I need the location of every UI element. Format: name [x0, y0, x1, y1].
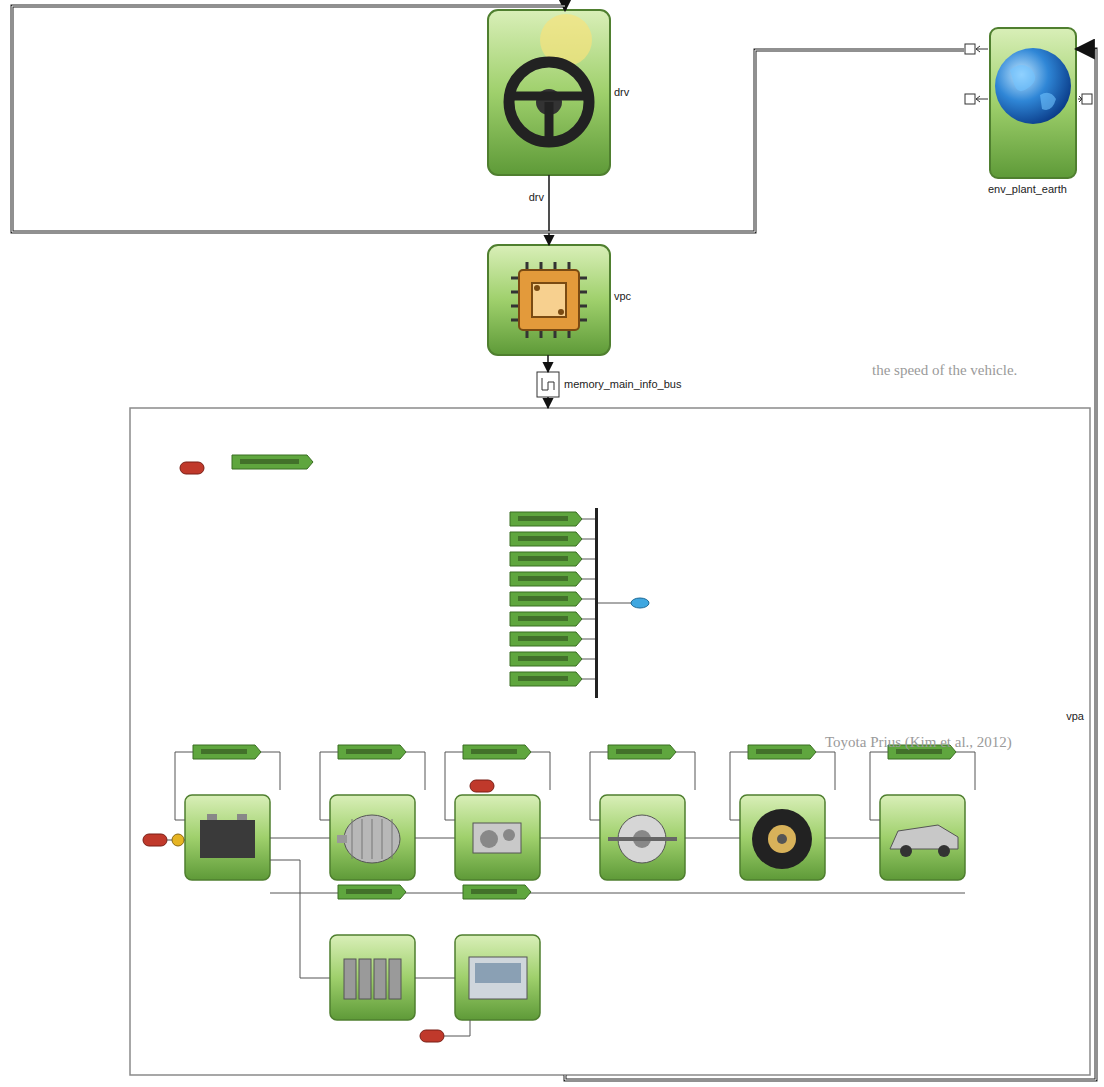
memory-block — [537, 372, 559, 397]
block-label: vpa — [1066, 710, 1084, 723]
signal-label: drv — [527, 191, 546, 204]
signal-line — [565, 49, 1096, 1080]
environment-block — [965, 28, 1092, 178]
page-text: Toyota Prius (Kim et al., 2012) — [825, 734, 1012, 751]
signal-line — [547, 355, 549, 372]
signal-line — [547, 397, 549, 408]
controller-block — [488, 245, 610, 355]
signal-line-inner — [565, 49, 1096, 1080]
signal-line-inner — [12, 6, 964, 232]
subsystem-frame — [130, 408, 1090, 1075]
model-block: vpc — [488, 245, 610, 355]
model-block: drv — [488, 10, 610, 175]
block-label: memory_main_info_bus — [564, 378, 681, 391]
driver-block — [488, 10, 610, 175]
block-label: env_plant_earth — [988, 183, 1067, 196]
model-block: env_plant_earth — [990, 28, 1076, 178]
block-label: vpc — [614, 290, 631, 303]
block-label: drv — [614, 86, 629, 99]
page-text: the speed of the vehicle. — [872, 362, 1017, 379]
signal-line — [548, 175, 550, 245]
model-block: memory_main_info_bus — [537, 372, 559, 397]
signal-line — [12, 6, 964, 232]
